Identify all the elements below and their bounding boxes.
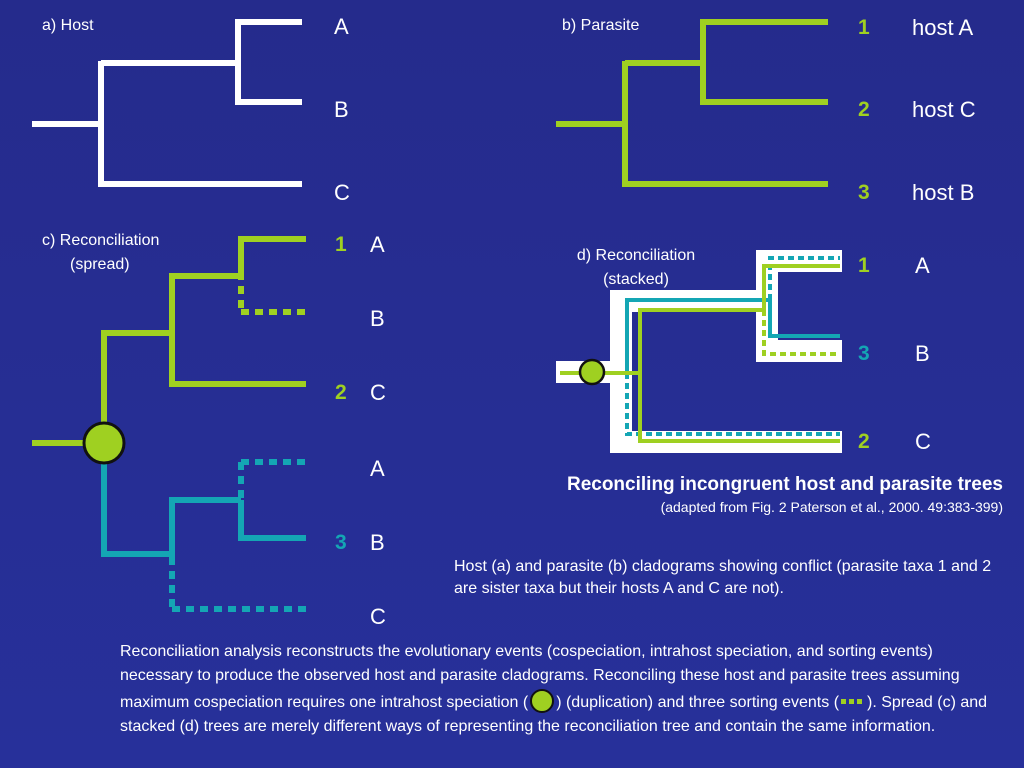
- stacked-leaf-a: A: [915, 253, 930, 278]
- parasite-number-3: 3: [858, 181, 870, 204]
- stacked-number-3: 3: [858, 342, 870, 365]
- spread-duplication-node: [82, 421, 126, 465]
- parasite-panel-label: b) Parasite: [562, 17, 640, 34]
- caption-part-2: ) (duplication) and three sorting events…: [556, 694, 840, 711]
- spread-number-3: 3: [335, 531, 347, 554]
- stacked-leaf-b: B: [915, 341, 930, 366]
- stacked-number-1: 1: [858, 254, 870, 277]
- spread-tree: [32, 236, 306, 612]
- spread-panel-label-2: (spread): [70, 256, 130, 273]
- stacked-green-lineage: [560, 264, 840, 443]
- spread-leaf-c-1: C: [370, 380, 386, 405]
- stacked-duplication-node: [578, 358, 606, 386]
- host-tree: [32, 19, 302, 187]
- parasite-tree: [556, 19, 828, 187]
- parasite-host-a: host A: [912, 15, 974, 40]
- spread-leaf-a-2: A: [370, 456, 385, 481]
- host-leaf-c: C: [334, 180, 350, 205]
- caption-conflict: Host (a) and parasite (b) cladograms sho…: [454, 558, 992, 597]
- host-panel-label: a) Host: [42, 17, 94, 34]
- spread-leaf-b-2: B: [370, 530, 385, 555]
- stacked-panel-label-2: (stacked): [603, 271, 669, 288]
- stacked-tree: [556, 250, 842, 453]
- caption-part-3: ). Spread (c) and stacked (d) trees are …: [120, 694, 988, 735]
- stacked-number-2: 2: [858, 430, 870, 453]
- figure-title: Reconciling incongruent host and parasit…: [566, 474, 1003, 495]
- sorting-event-dash-icon: [841, 688, 865, 712]
- spread-number-2: 2: [335, 381, 347, 404]
- spread-number-1: 1: [335, 233, 347, 256]
- caption-part-1: Reconciliation analysis reconstructs the…: [120, 643, 960, 711]
- caption-reconciliation: Reconciliation analysis reconstructs the…: [120, 640, 1010, 739]
- parasite-number-2: 2: [858, 98, 870, 121]
- parasite-host-b: host B: [912, 180, 975, 205]
- parasite-number-1: 1: [858, 16, 870, 39]
- spread-leaf-b-1: B: [370, 306, 385, 331]
- figure-subtitle: (adapted from Fig. 2 Paterson et al., 20…: [660, 499, 1003, 515]
- spread-leaf-a-1: A: [370, 232, 385, 257]
- stacked-leaf-c: C: [915, 429, 931, 454]
- duplication-node-icon: [530, 689, 555, 713]
- host-leaf-a: A: [334, 14, 349, 39]
- spread-panel-label-1: c) Reconciliation: [42, 232, 160, 249]
- parasite-host-c: host C: [912, 97, 976, 122]
- stacked-panel-label-1: d) Reconciliation: [576, 247, 696, 264]
- spread-leaf-c-2: C: [370, 604, 386, 629]
- host-leaf-b: B: [334, 97, 349, 122]
